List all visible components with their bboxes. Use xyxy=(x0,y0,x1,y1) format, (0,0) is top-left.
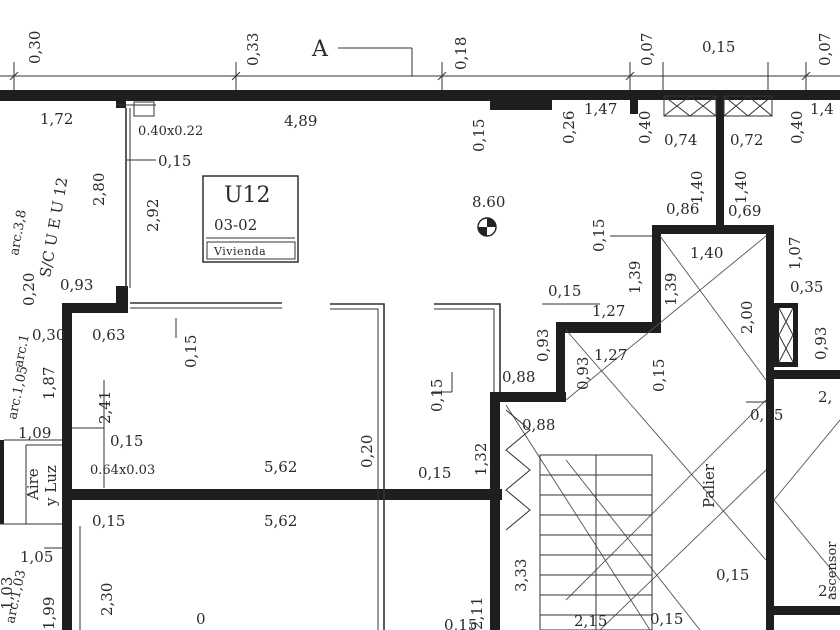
dim-top-033: 0,33 xyxy=(244,33,262,66)
unit-type: Vivienda xyxy=(213,245,266,258)
stair xyxy=(505,409,653,630)
unit-code: 03-02 xyxy=(214,216,257,234)
level-mark-icon xyxy=(477,217,497,237)
dim-187: 1,87 xyxy=(40,367,58,400)
dim-562a: 5,62 xyxy=(264,458,297,476)
walls xyxy=(0,90,840,630)
dim-040a: 0,40 xyxy=(636,111,654,144)
dim-015-e: 0,15 xyxy=(650,359,668,392)
dim-147: 1,47 xyxy=(584,100,617,118)
side-note-020: 0,20 xyxy=(20,273,38,306)
dim-215: 2,15 xyxy=(574,612,607,630)
dim-086: 0,86 xyxy=(666,200,699,218)
dimension-ticks xyxy=(44,235,766,630)
dim-280: 2,80 xyxy=(90,173,108,206)
dim-140a: 1,40 xyxy=(688,171,706,204)
dim-015-f: 0,15 xyxy=(750,406,783,424)
dim-105: 1,05 xyxy=(20,548,53,566)
dim-072: 0,72 xyxy=(730,131,763,149)
dim-015-wall: 0,15 xyxy=(470,119,488,152)
dim-top-015: 0,15 xyxy=(702,38,735,56)
dim-015-g: 0,15 xyxy=(110,432,143,450)
dim-093b: 0,93 xyxy=(534,329,552,362)
dim-015-a: 0,15 xyxy=(158,152,191,170)
dim-030: 0,30 xyxy=(32,326,65,344)
dim-199: 1,99 xyxy=(40,597,58,630)
dim-127a: 1,27 xyxy=(592,302,625,320)
dim-107: 1,07 xyxy=(786,237,804,270)
dim-093d: 0,93 xyxy=(574,357,592,390)
side-note-arc38: arc.3,8 xyxy=(7,209,30,257)
section-marker xyxy=(338,47,413,76)
section-marker-label: A xyxy=(311,37,329,62)
dim-132: 1,32 xyxy=(472,443,490,476)
dim-015-h: 0,15 xyxy=(418,464,451,482)
dim-069: 0,69 xyxy=(728,202,761,220)
side-note-scueu12: S/C U E U 12 xyxy=(36,176,71,279)
palier-diagonals xyxy=(505,235,840,630)
dim-292: 2,92 xyxy=(144,199,162,232)
dim-172: 1,72 xyxy=(40,110,73,128)
dim-top-007b: 0,07 xyxy=(816,33,834,66)
dim-063: 0,63 xyxy=(92,326,125,344)
dim-035: 0,35 xyxy=(790,278,823,296)
dim-015-c: 0,15 xyxy=(548,282,581,300)
dim-top-018: 0,18 xyxy=(452,37,470,70)
dim-109: 1,09 xyxy=(18,424,51,442)
side-note-arc105: arc.1,05 xyxy=(5,365,31,421)
dim-020b: 0,20 xyxy=(358,435,376,468)
dim-0: 0 xyxy=(196,610,206,628)
dim-040x022: 0.40x0.22 xyxy=(138,124,203,139)
dim-200: 2,00 xyxy=(738,301,756,334)
dim-140b: 1,40 xyxy=(732,171,750,204)
level-mark-value: 8.60 xyxy=(472,193,505,211)
dim-015-i: 0,15 xyxy=(428,379,446,412)
dim-103: 1,03 xyxy=(0,577,16,610)
dim-139b: 1,39 xyxy=(662,273,680,306)
dim-040b: 0,40 xyxy=(788,111,806,144)
dim-015-l: 0,15 xyxy=(650,610,683,628)
dim-026: 0,26 xyxy=(560,111,578,144)
dim-093: 0,93 xyxy=(60,276,93,294)
unit-name: U12 xyxy=(224,183,271,208)
dim-015-k: 0,15 xyxy=(444,616,477,630)
dim-141: 1,4 xyxy=(810,100,834,118)
side-note-ascensor: ascensor xyxy=(825,541,840,600)
dim-074: 0,74 xyxy=(664,131,697,149)
palier-label: Palier xyxy=(700,463,718,508)
dim-088b: 0,88 xyxy=(522,416,555,434)
dim-top-030: 0,30 xyxy=(26,31,44,64)
dim-211: 2,11 xyxy=(468,597,486,630)
dim-2y: 2, xyxy=(818,582,832,600)
dim-127b: 1,27 xyxy=(594,346,627,364)
unit-label-box xyxy=(202,175,299,263)
dim-015-j: 0,15 xyxy=(92,512,125,530)
dim-015-b: 0,15 xyxy=(590,219,608,252)
dim-489: 4,89 xyxy=(284,112,317,130)
dim-093c: 0,93 xyxy=(812,327,830,360)
dim-140c: 1,40 xyxy=(690,244,723,262)
top-dimension-line xyxy=(0,62,840,90)
dim-064x003: 0.64x0.03 xyxy=(90,463,155,478)
dim-139a: 1,39 xyxy=(626,261,644,294)
dim-015-m: 0,15 xyxy=(716,566,749,584)
dim-top-007a: 0,07 xyxy=(638,33,656,66)
dim-562b: 5,62 xyxy=(264,512,297,530)
dim-015-d: 0,15 xyxy=(182,335,200,368)
dim-241: 2,41 xyxy=(96,391,114,424)
side-note-arc1: arc.1 xyxy=(11,333,33,369)
aire-luz-label-2: y Luz xyxy=(42,465,60,507)
dim-333: 3,33 xyxy=(512,559,530,592)
dim-230: 2,30 xyxy=(98,583,116,616)
interior-lines xyxy=(0,101,501,630)
shaft-hatching xyxy=(663,95,798,367)
dim-088a: 0,88 xyxy=(502,368,535,386)
aire-luz-label-1: Aire xyxy=(24,468,42,501)
dim-2x: 2, xyxy=(818,388,832,406)
